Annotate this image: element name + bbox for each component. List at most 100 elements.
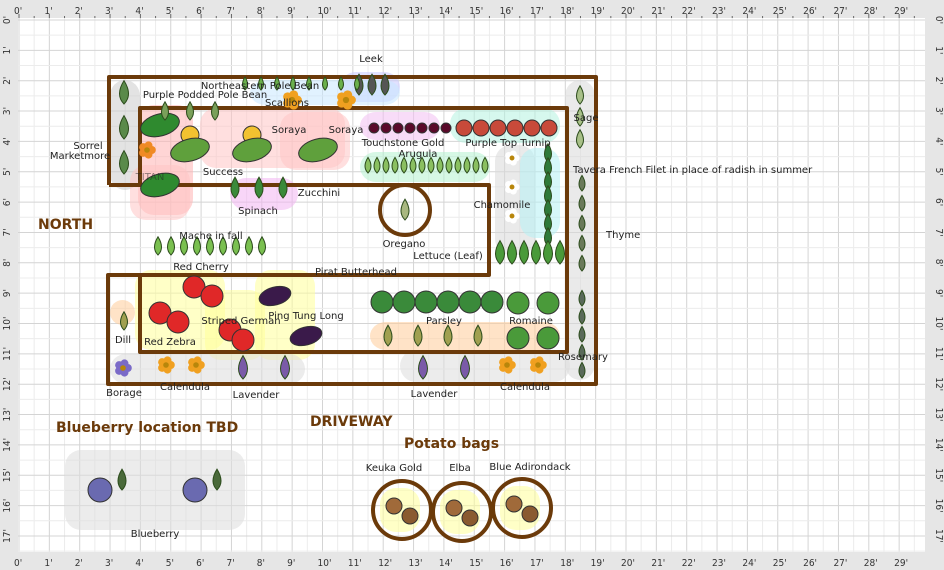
turnip-icon[interactable] [540, 119, 558, 137]
plant-label[interactable]: Northeastern Pole Bean [201, 81, 319, 92]
leek-icon[interactable] [367, 73, 377, 96]
chamomile-icon[interactable] [505, 179, 520, 195]
thyme-icon[interactable] [578, 254, 586, 272]
plant-label[interactable]: Rosemary [558, 352, 608, 363]
turnip-icon[interactable] [472, 119, 490, 137]
plant-label[interactable]: Leek [359, 54, 383, 65]
potato-icon[interactable] [385, 497, 403, 515]
top-ruler[interactable] [0, 0, 944, 18]
rosemary-icon[interactable] [578, 325, 586, 343]
scallion-icon[interactable] [242, 76, 248, 91]
turnip-icon[interactable] [489, 119, 507, 137]
arugula-icon[interactable] [427, 156, 435, 174]
rosemary-icon[interactable] [578, 307, 586, 325]
chamomile-icon[interactable] [505, 150, 520, 166]
lavender-icon[interactable] [238, 354, 248, 380]
plant-label[interactable]: Thyme [605, 230, 640, 241]
lettuce-icon[interactable] [555, 239, 565, 265]
parsley-icon[interactable] [480, 290, 504, 314]
parsley-icon[interactable] [392, 290, 416, 314]
scallion-icon[interactable] [274, 76, 280, 91]
beet-icon[interactable] [416, 122, 428, 134]
cucumber-icon[interactable] [138, 109, 182, 140]
plant-label[interactable]: Lavender [411, 389, 459, 400]
bed-inner-north[interactable] [138, 106, 569, 354]
plant-label[interactable]: Spinach [238, 206, 278, 217]
calendula-icon[interactable] [188, 356, 205, 374]
turnip-icon[interactable] [523, 119, 541, 137]
parsley-icon[interactable] [458, 290, 482, 314]
leek-icon[interactable] [380, 73, 390, 96]
arugula-icon[interactable] [364, 156, 372, 174]
scallion-icon[interactable] [354, 76, 360, 91]
arugula-icon[interactable] [391, 156, 399, 174]
plant-label[interactable]: Calendula [500, 382, 550, 393]
lavender-icon[interactable] [460, 354, 470, 380]
calendula-icon[interactable] [499, 356, 516, 374]
sage-icon[interactable] [576, 128, 584, 149]
zucchini-icon[interactable] [230, 134, 274, 165]
dill-icon[interactable] [383, 324, 393, 347]
blueberry-leaf-icon[interactable] [212, 468, 222, 491]
romaine-icon[interactable] [506, 291, 530, 315]
scallion-icon[interactable] [290, 76, 296, 91]
right-ruler[interactable] [925, 0, 944, 570]
pole-bean-icon[interactable] [161, 100, 169, 121]
bean-icon[interactable] [544, 170, 552, 191]
plant-label[interactable]: Success [203, 167, 243, 178]
arugula-icon[interactable] [454, 156, 462, 174]
plant-label[interactable]: Lavender [233, 390, 281, 401]
turnip-icon[interactable] [506, 119, 524, 137]
mache-icon[interactable] [180, 235, 188, 256]
zucchini-icon[interactable] [296, 134, 340, 165]
scallion-icon[interactable] [322, 76, 328, 91]
pole-bean-icon[interactable] [186, 100, 194, 121]
plant-label[interactable]: Scallions [265, 98, 309, 109]
scallion-icon[interactable] [306, 76, 312, 91]
plant-label[interactable]: Red Zebra [144, 337, 196, 348]
parsley-icon[interactable] [436, 290, 460, 314]
sunflower-icon[interactable] [283, 90, 302, 110]
romaine-icon[interactable] [536, 326, 560, 350]
mache-icon[interactable] [232, 235, 240, 256]
beet-icon[interactable] [392, 122, 404, 134]
mache-icon[interactable] [154, 235, 162, 256]
blueberry-leaf-icon[interactable] [117, 468, 127, 491]
plant-label[interactable]: Red Cherry [173, 262, 229, 273]
rosemary-icon[interactable] [578, 289, 586, 307]
spinach-icon[interactable] [254, 176, 264, 199]
potato-bag-keuka-gold[interactable] [371, 479, 433, 541]
plant-label[interactable]: Marketmore [50, 151, 110, 162]
plant-label[interactable]: TITAN [135, 172, 165, 183]
plant-label[interactable]: Parsley [426, 316, 462, 327]
spinach-icon[interactable] [278, 176, 288, 199]
rosemary-icon[interactable] [578, 361, 586, 379]
mache-icon[interactable] [245, 235, 253, 256]
sorrel-icon[interactable] [119, 114, 129, 140]
arugula-icon[interactable] [382, 156, 390, 174]
lettuce-icon[interactable] [519, 239, 529, 265]
lavender-icon[interactable] [418, 354, 428, 380]
plant-label[interactable]: Romaine [509, 316, 553, 327]
turnip-icon[interactable] [455, 119, 473, 137]
beet-icon[interactable] [404, 122, 416, 134]
sorrel-icon[interactable] [119, 149, 129, 175]
scallion-icon[interactable] [338, 76, 344, 91]
oregano-icon[interactable] [400, 198, 410, 221]
blueberry-icon[interactable] [87, 477, 113, 503]
plant-label[interactable]: Soraya [329, 125, 364, 136]
potato-icon[interactable] [505, 495, 523, 513]
eggplant-icon[interactable] [257, 283, 293, 309]
dill-icon[interactable] [473, 324, 483, 347]
calendula-icon[interactable] [530, 356, 547, 374]
plant-label[interactable]: Striped German [201, 316, 280, 327]
arugula-icon[interactable] [463, 156, 471, 174]
plant-label[interactable]: Tavera French Filet in place of radish i… [572, 165, 813, 176]
potato-icon[interactable] [521, 505, 539, 523]
plant-label[interactable]: Borage [106, 388, 142, 399]
plant-label[interactable]: Mache in fall [179, 231, 242, 242]
plant-label[interactable]: Touchstone Gold [361, 138, 445, 149]
left-ruler[interactable] [0, 0, 18, 570]
sorrel-icon[interactable] [119, 79, 129, 105]
bean-icon[interactable] [544, 184, 552, 205]
